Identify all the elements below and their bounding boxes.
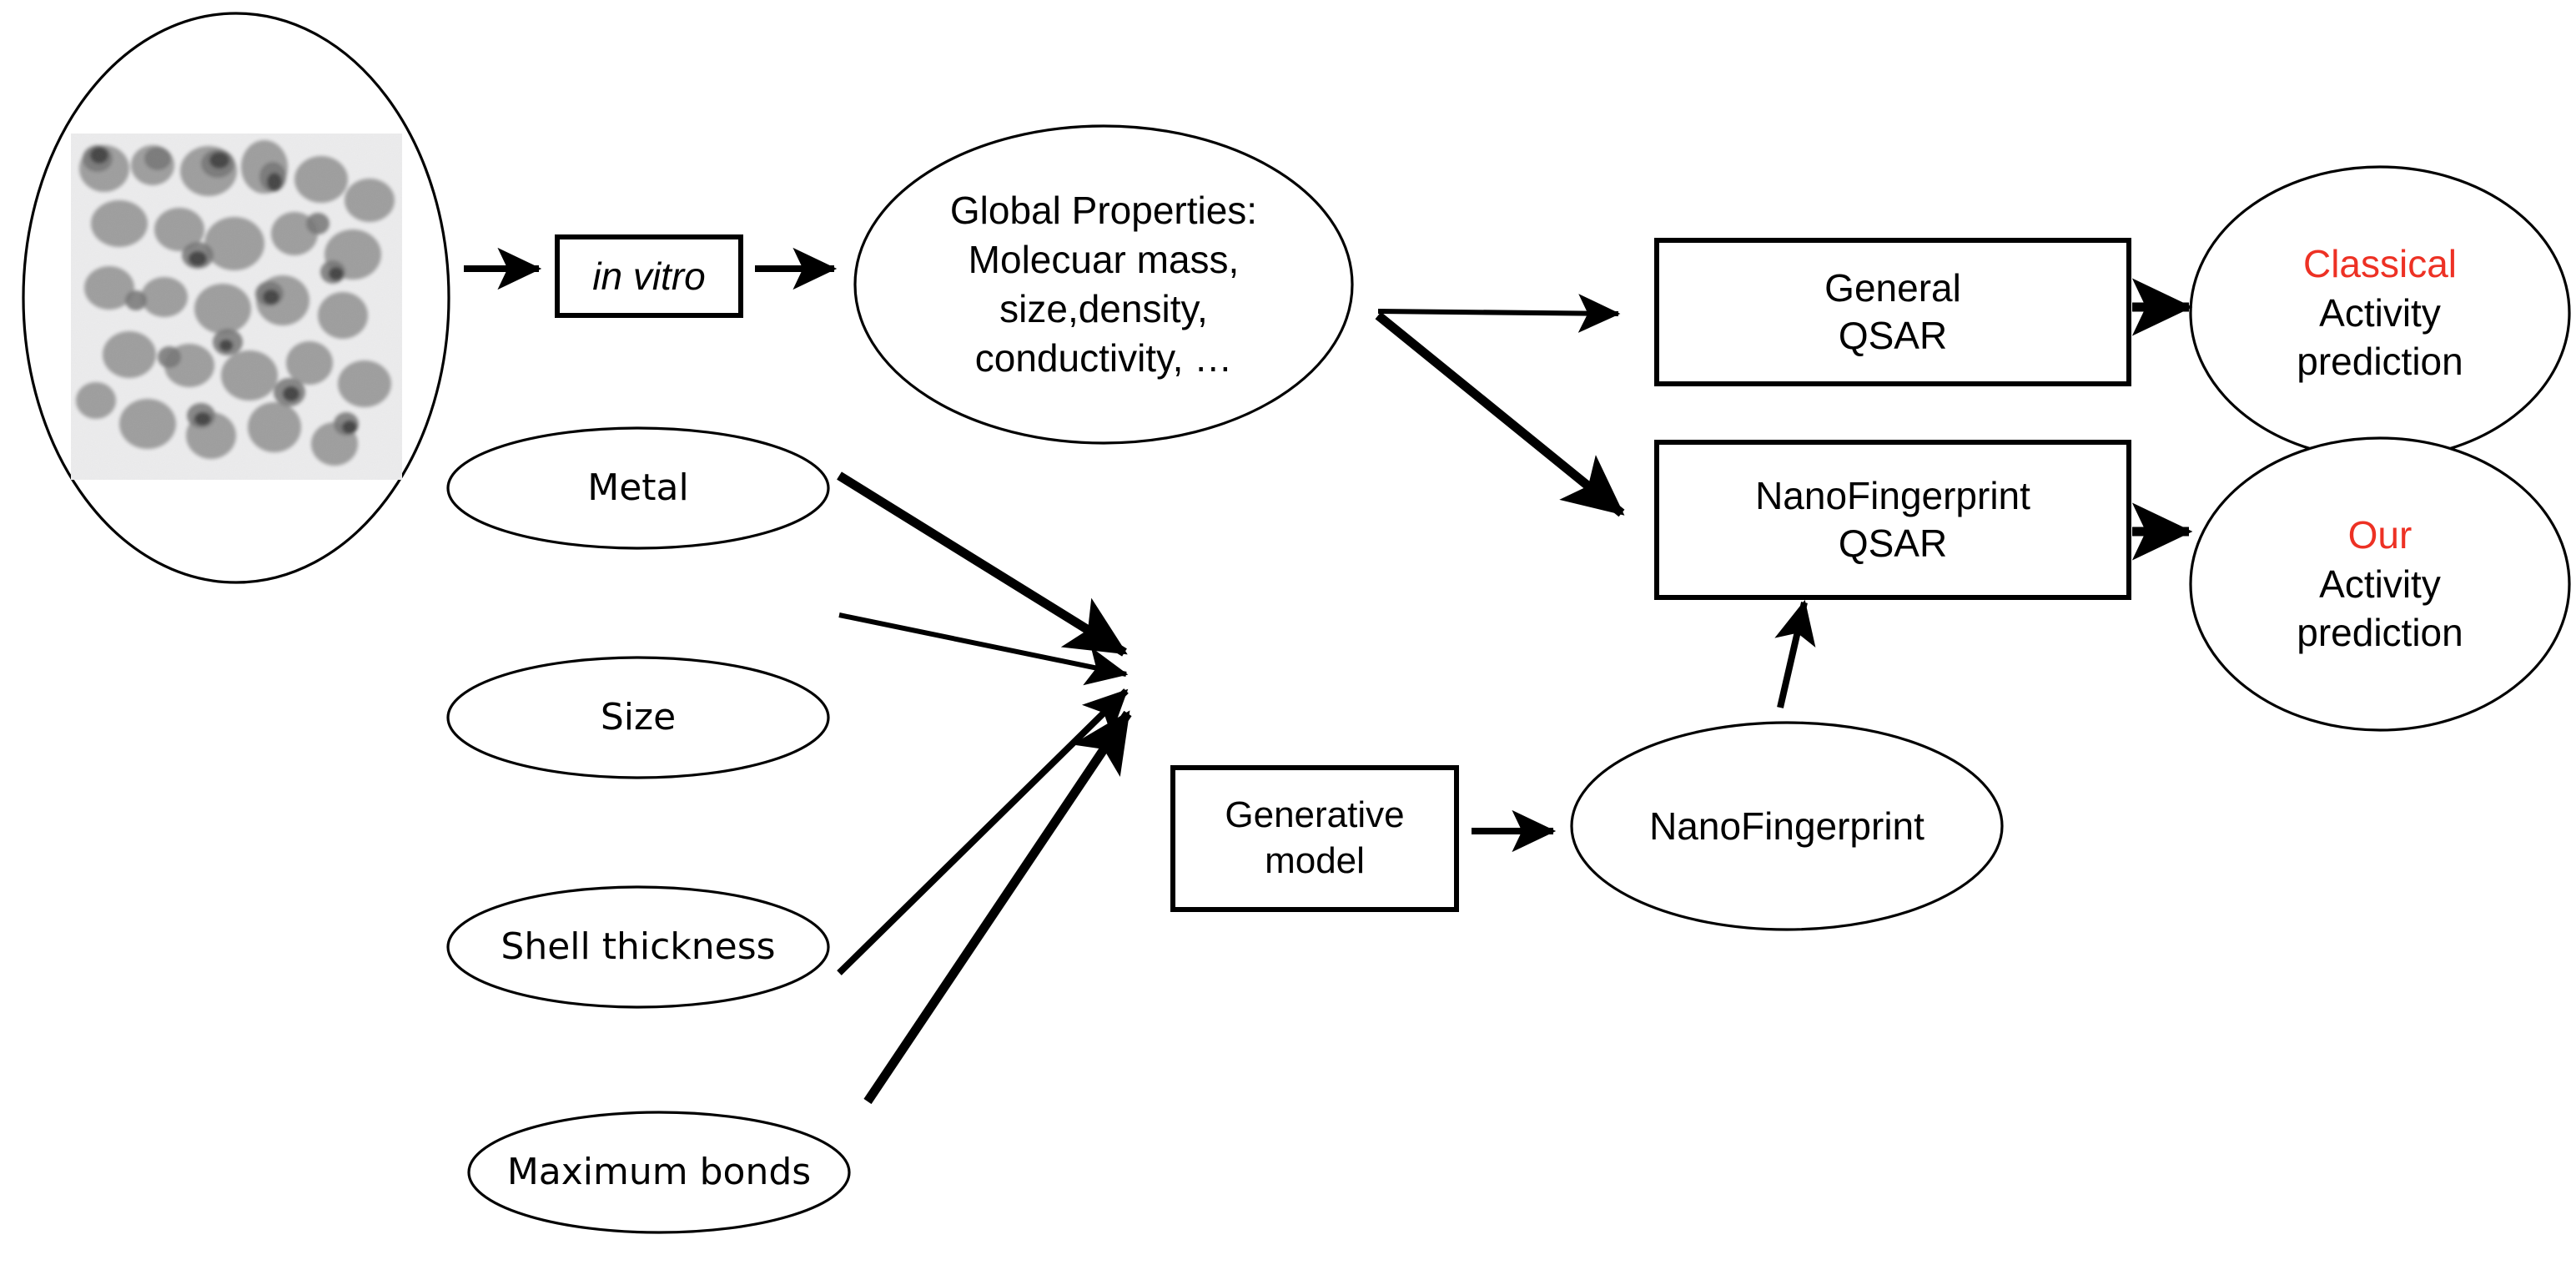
node-generative-model-box: [1170, 765, 1459, 912]
edge-global-properties-to-nanofingerprint-qsar: [1375, 311, 1625, 517]
edge-global-properties-to-general-qsar: [1377, 294, 1621, 333]
edge-maximum-bonds-to-generative-model: [863, 710, 1132, 1105]
node-nanofingerprint-ellipse: [1570, 721, 2004, 931]
node-shell-thickness-ellipse: [446, 885, 830, 1009]
node-metal-ellipse: [446, 426, 830, 550]
node-classical-prediction-ellipse: [2189, 165, 2571, 461]
node-maximum-bonds-ellipse: [467, 1111, 851, 1234]
node-in-vitro-box: [555, 234, 743, 318]
node-general-qsar-box: [1654, 238, 2131, 386]
edge-size-to-generative-model: [838, 612, 1129, 686]
node-global-properties-ellipse: [853, 124, 1354, 445]
node-size-ellipse: [446, 656, 830, 779]
tem-micrograph-image: [71, 134, 402, 480]
edge-nanofingerprint-to-nanofingerprint-qsar: [1774, 599, 1816, 708]
node-our-prediction-ellipse: [2189, 436, 2571, 732]
edge-metal-to-generative-model: [837, 471, 1128, 657]
node-nanofingerprint-qsar-box: [1654, 440, 2131, 600]
